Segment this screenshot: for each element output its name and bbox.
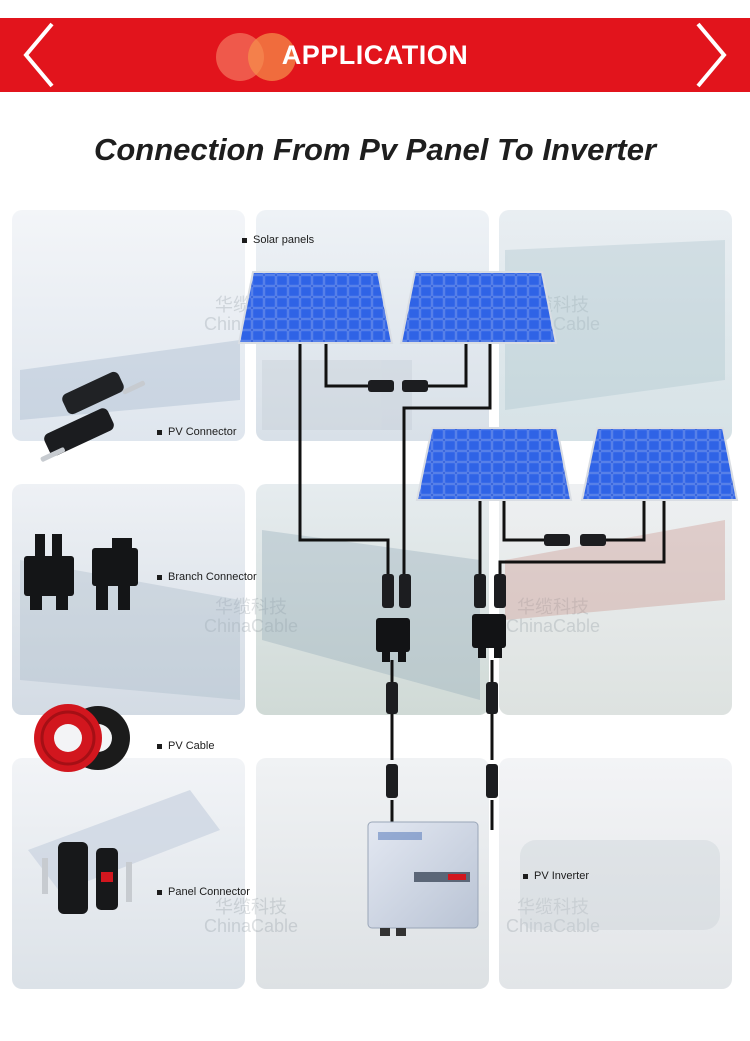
solar-panel-4: [582, 428, 737, 500]
bullet-icon: [157, 744, 162, 749]
bullet-icon: [242, 238, 247, 243]
label-pv-connector: PV Connector: [157, 426, 236, 438]
bullet-icon: [157, 575, 162, 580]
bullet-icon: [523, 874, 528, 879]
inverter-icon: [368, 822, 478, 936]
label-branch-connector: Branch Connector: [157, 571, 257, 583]
solar-panel-2: [401, 272, 556, 343]
label-solar-panels: Solar panels: [242, 234, 314, 246]
pv-cable-icon: [34, 704, 130, 772]
solar-panel-1: [239, 272, 392, 343]
bullet-icon: [157, 430, 162, 435]
label-pv-cable: PV Cable: [157, 740, 214, 752]
label-panel-connector: Panel Connector: [157, 886, 250, 898]
solar-panel-3: [417, 428, 571, 500]
bullet-icon: [157, 890, 162, 895]
label-pv-inverter: PV Inverter: [523, 870, 589, 882]
